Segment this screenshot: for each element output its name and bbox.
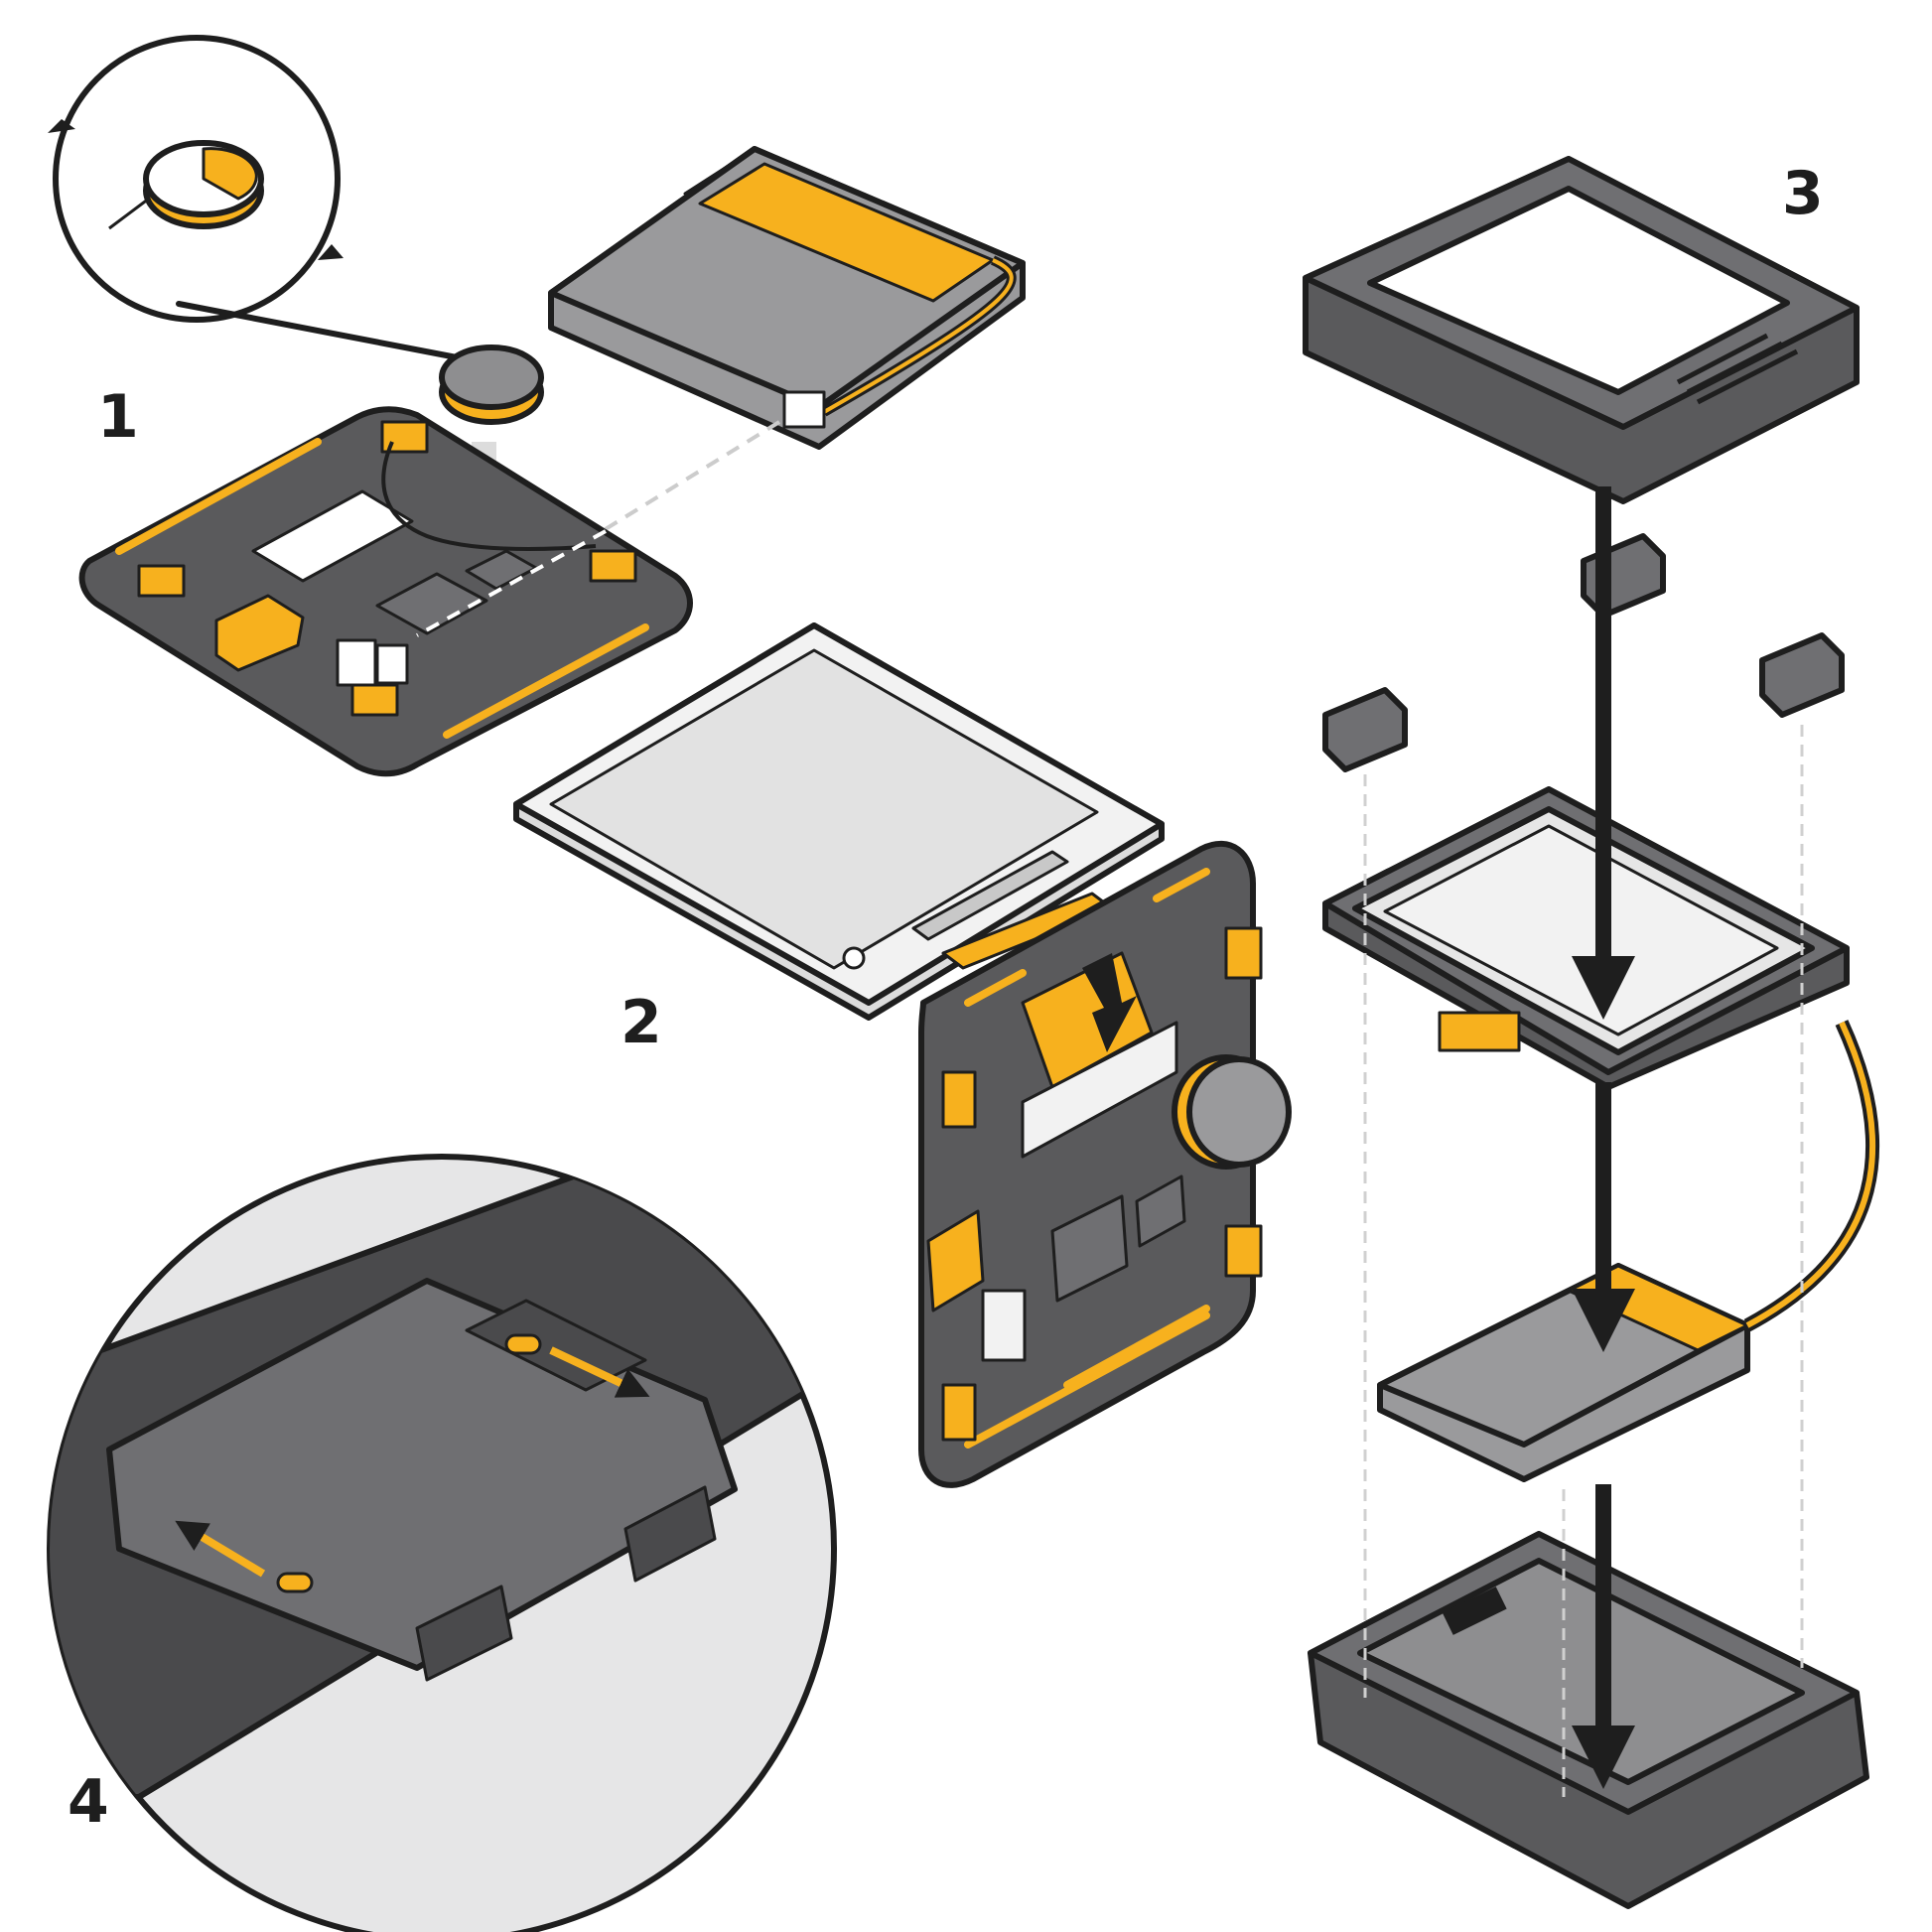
button-cap <box>1322 687 1408 772</box>
down-arrow-icon <box>1082 953 1137 1052</box>
rotate-arrow-icon <box>318 244 344 260</box>
slide-arrow-icon <box>175 1520 266 1578</box>
side-button <box>415 1585 513 1682</box>
step-3-group: 3 <box>1303 156 1879 1909</box>
main-pcb <box>78 406 693 777</box>
bottom-case <box>1308 1531 1869 1909</box>
strap-pin <box>504 1333 542 1355</box>
step-4-label: 4 <box>68 1767 109 1837</box>
step-2-label: 2 <box>621 988 662 1057</box>
top-bezel <box>1303 156 1860 504</box>
display-panel <box>513 622 1165 1021</box>
button-cap <box>1759 632 1845 718</box>
display-connector <box>251 489 414 583</box>
display-driver-pcb <box>918 841 1292 1488</box>
battery-connector <box>782 390 826 429</box>
step-2-group: 2 <box>513 622 1292 1488</box>
battery-pack <box>1377 1020 1879 1482</box>
slide-arrow-icon <box>549 1346 650 1398</box>
vibration-motor <box>439 345 544 425</box>
display-frame-assembly <box>1322 786 1850 1090</box>
motor-detail-callout <box>48 35 460 360</box>
rotate-arrow-icon <box>48 119 75 133</box>
step-1-group: 1 <box>48 35 1026 777</box>
side-button <box>623 1485 717 1583</box>
strap-pin <box>276 1572 314 1593</box>
usb-port <box>214 594 305 672</box>
step-1-label: 1 <box>97 382 139 452</box>
step-3-label: 3 <box>1782 159 1824 228</box>
step-4-group: 4 <box>47 1154 837 1932</box>
battery-pack <box>548 146 1026 450</box>
